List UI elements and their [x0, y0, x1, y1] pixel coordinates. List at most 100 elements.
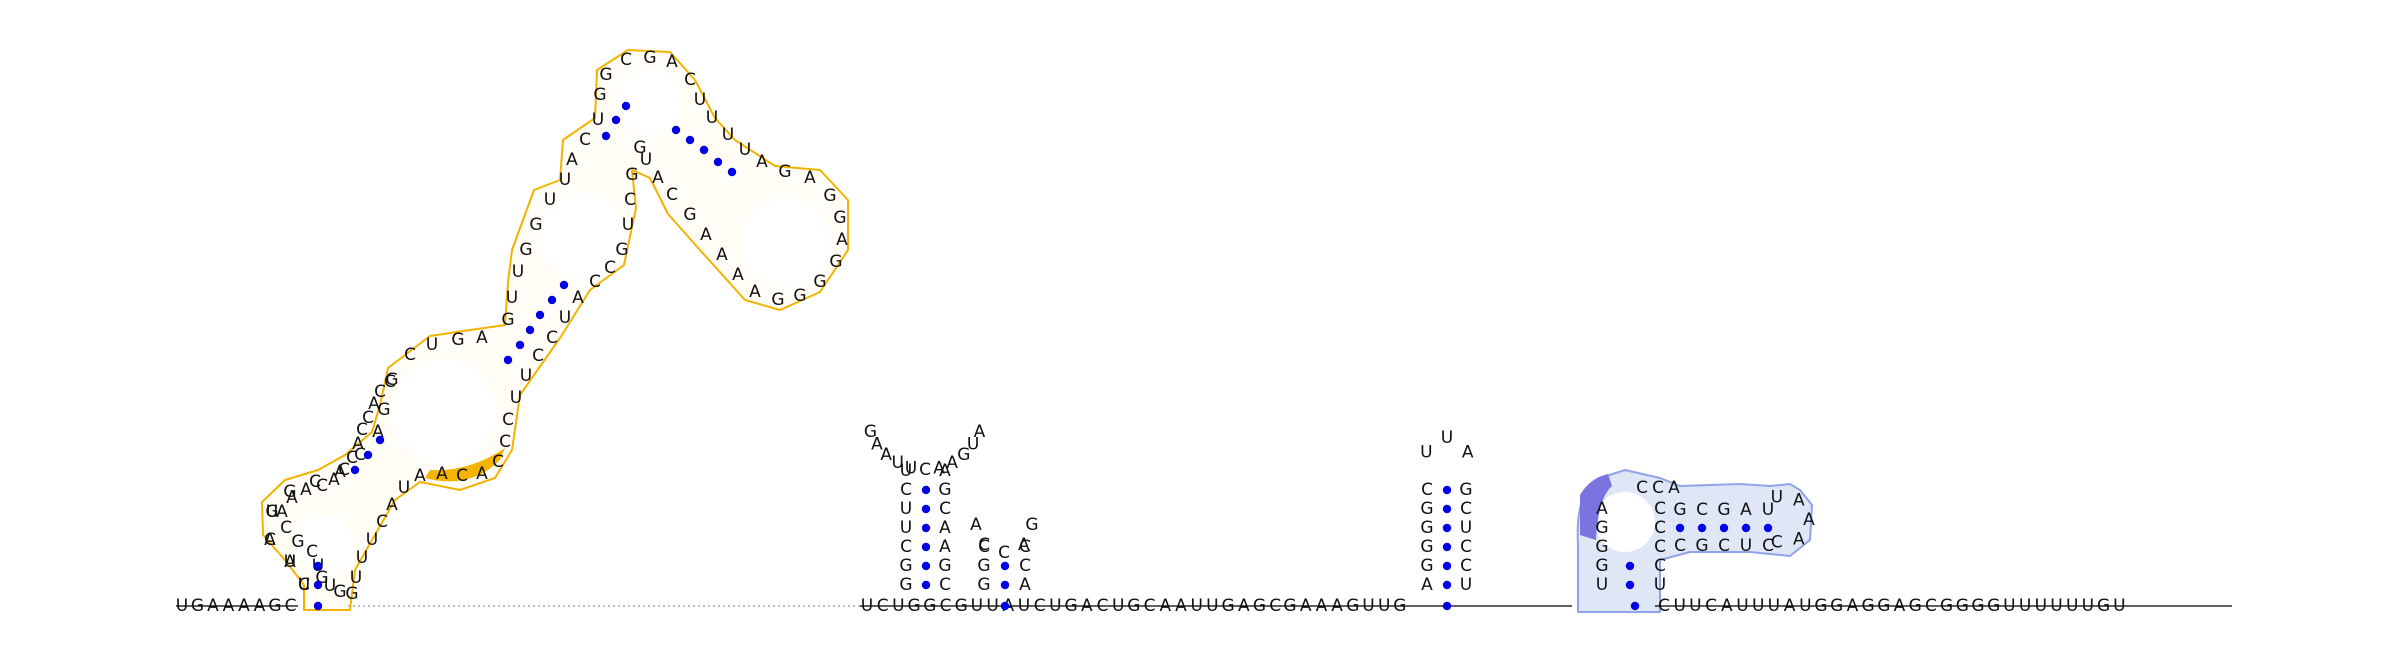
loop-nucleotide: G — [957, 445, 970, 465]
yellow-domain-nucleotide: C — [374, 382, 386, 402]
nucleotide-letters: UGAAAAGCUCUGGCGUUAUCUGACUGCAAUUGAGCGAAAG… — [176, 48, 2126, 616]
base-pair-dot — [350, 465, 360, 475]
backbone-nucleotide: U — [861, 596, 873, 616]
stem-nucleotide: U — [900, 461, 912, 481]
yellow-domain-nucleotide: A — [804, 168, 816, 188]
yellow-domain-nucleotide: A — [566, 150, 578, 170]
yellow-domain-nucleotide: A — [328, 470, 340, 490]
yellow-domain-nucleotide: A — [368, 394, 380, 414]
yellow-domain-nucleotide: U — [366, 530, 378, 550]
yellow-domain-nucleotide: C — [264, 530, 276, 550]
base-pair-dot — [601, 131, 611, 141]
loop-nucleotide: C — [919, 460, 931, 480]
blue-loop-nucleotide: A — [1803, 510, 1815, 530]
backbone-nucleotide: U — [2050, 596, 2062, 616]
yellow-domain-nucleotide: C — [316, 476, 328, 496]
loop-nucleotide: A — [970, 515, 982, 535]
backbone-nucleotide: U — [2113, 596, 2125, 616]
blue-stem-nucleotide: G — [1595, 556, 1608, 576]
base-pair-dot — [921, 561, 931, 571]
backbone-nucleotide: U — [1768, 596, 1780, 616]
backbone-nucleotide: A — [1721, 596, 1733, 616]
yellow-domain-nucleotide: A — [286, 488, 298, 508]
yellow-domain-nucleotide: U — [544, 190, 556, 210]
yellow-domain-nucleotide: G — [823, 186, 836, 206]
base-pair-dot — [547, 295, 557, 305]
yellow-domain-nucleotide: G — [385, 370, 398, 390]
yellow-domain-nucleotide: C — [684, 70, 696, 90]
blue-loop-nucleotide: U — [1771, 487, 1783, 507]
loop-nucleotide: A — [974, 422, 986, 442]
blue-inner-nucleotide: G — [1717, 500, 1730, 520]
yellow-domain-nucleotide: A — [276, 502, 288, 522]
backbone-nucleotide: G — [1830, 596, 1843, 616]
backbone-nucleotide: A — [1081, 596, 1093, 616]
yellow-domain-nucleotide: U — [426, 335, 438, 355]
yellow-domain-nucleotide: G — [643, 48, 656, 68]
yellow-domain-nucleotide: A — [732, 265, 744, 285]
blue-stem-nucleotide: C — [1654, 518, 1666, 538]
backbone-nucleotide: A — [1331, 596, 1343, 616]
backbone-nucleotide: A — [1238, 596, 1250, 616]
loop-nucleotide: U — [905, 458, 917, 478]
loop-nucleotide: U — [1441, 428, 1453, 448]
backbone-nucleotide: C — [1658, 596, 1670, 616]
stem-nucleotide: U — [900, 499, 912, 519]
backbone-nucleotide: U — [1362, 596, 1374, 616]
yellow-domain-nucleotide: C — [579, 130, 591, 150]
backbone-nucleotide: G — [268, 596, 281, 616]
yellow-domain-nucleotide: G — [813, 272, 826, 292]
yellow-domain-nucleotide: U — [298, 575, 310, 595]
stem-nucleotide: G — [977, 575, 990, 595]
backbone-nucleotide: G — [1814, 596, 1827, 616]
loop-nucleotide: A — [946, 453, 958, 473]
backbone-nucleotide: G — [908, 596, 921, 616]
backbone-nucleotide: G — [191, 596, 204, 616]
base-pair-dot — [713, 157, 723, 167]
yellow-domain-nucleotide: G — [291, 532, 304, 552]
stem-nucleotide: G — [1459, 480, 1472, 500]
yellow-domain-nucleotide: C — [384, 372, 396, 392]
loop-nucleotide: A — [1462, 442, 1474, 462]
backbone-nucleotide: U — [971, 596, 983, 616]
stem-nucleotide: A — [1019, 575, 1031, 595]
base-pair-dot — [1442, 504, 1452, 514]
backbone-nucleotide: G — [1283, 596, 1296, 616]
backbone-nucleotide: C — [285, 596, 297, 616]
stem-nucleotide: U — [1460, 518, 1472, 538]
base-pair-dot — [1442, 485, 1452, 495]
backbone-nucleotide: G — [1909, 596, 1922, 616]
stem-nucleotide: C — [900, 537, 912, 557]
yellow-domain-nucleotide: C — [620, 50, 632, 70]
stem-nucleotide: U — [900, 518, 912, 538]
backbone-nucleotide: G — [1971, 596, 1984, 616]
base-pair-dot — [1625, 561, 1635, 571]
base-pair-dot — [515, 340, 525, 350]
base-pair-dot — [559, 280, 569, 290]
base-pair-dot — [1000, 601, 1010, 611]
yellow-domain-nucleotide: A — [352, 434, 364, 454]
yellow-domain-nucleotide: U — [722, 125, 734, 145]
blue-stem-nucleotide: C — [1654, 556, 1666, 576]
loop-nucleotide: A — [880, 445, 892, 465]
yellow-domain-nucleotide: C — [298, 575, 310, 595]
backbone-nucleotide: C — [940, 596, 952, 616]
loop-nucleotide: U — [967, 434, 979, 454]
base-pair-dot — [1741, 523, 1751, 533]
backbone-nucleotide: C — [877, 596, 889, 616]
yellow-domain-nucleotide: C — [492, 452, 504, 472]
yellow-domain-nucleotide: G — [633, 138, 646, 158]
base-pair-dot — [503, 355, 513, 365]
blue-loop-nucleotide: A — [1793, 530, 1805, 550]
yellow-domain-nucleotide: C — [604, 258, 616, 278]
yellow-domain-nucleotide: G — [599, 65, 612, 85]
backbone-nucleotide: A — [1300, 596, 1312, 616]
base-pair-dot — [535, 310, 545, 320]
yellow-domain-nucleotide: U — [640, 150, 652, 170]
loop-nucleotide: C — [998, 543, 1010, 563]
blue-loop-nucleotide: C — [1636, 478, 1648, 498]
blue-inner-nucleotide: C — [1718, 536, 1730, 556]
yellow-domain-nucleotide: U — [694, 90, 706, 110]
backbone-nucleotide: U — [892, 596, 904, 616]
base-pair-dot — [1442, 561, 1452, 571]
